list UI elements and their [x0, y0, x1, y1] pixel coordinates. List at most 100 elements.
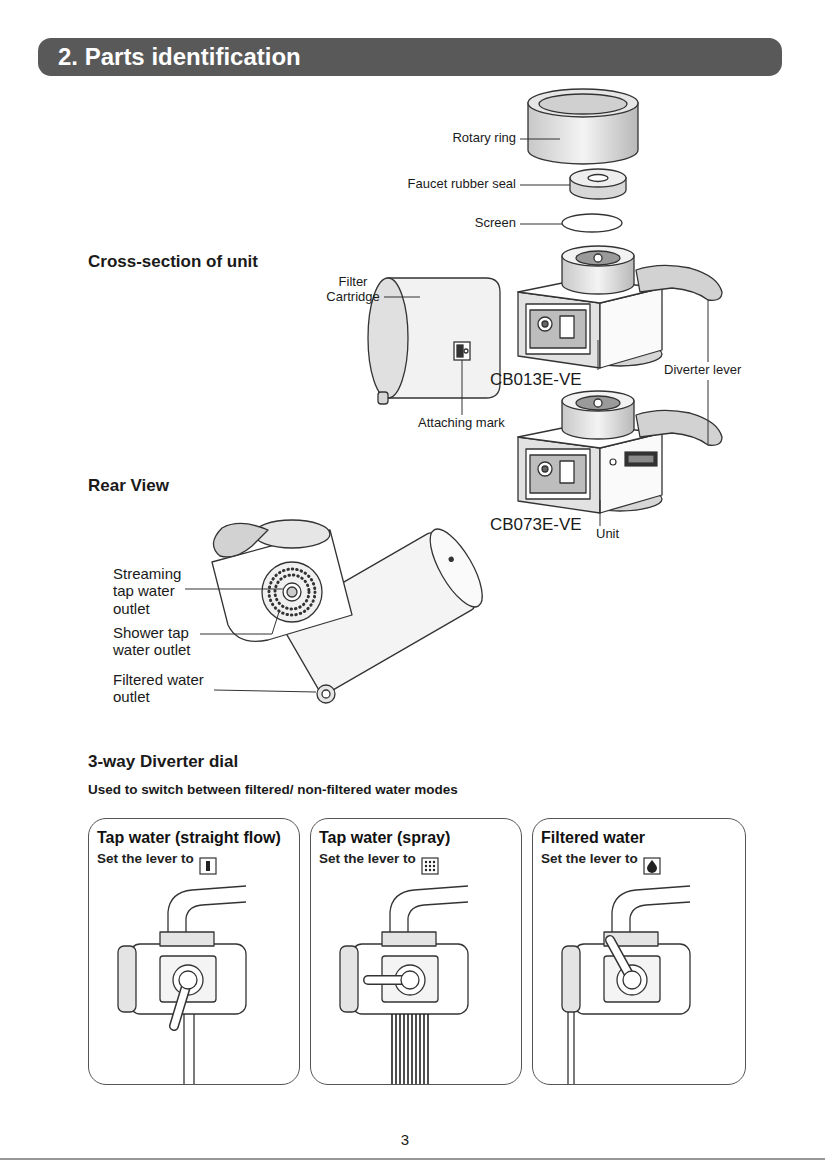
- mode-icon-dot: [429, 861, 431, 863]
- mode-icon-dot: [433, 865, 435, 867]
- attaching-mark-dot: [464, 349, 468, 353]
- page-title: 2. Parts identification: [58, 42, 301, 72]
- rotary-ring-inner: [539, 94, 627, 114]
- attaching-mark: [454, 342, 470, 360]
- mode-icon-dot: [425, 869, 427, 871]
- model-label: CB073E-VE: [490, 515, 582, 535]
- mode-icon-dot: [429, 869, 431, 871]
- dial-hub: [401, 971, 419, 989]
- rubber-seal-hole: [588, 175, 608, 182]
- rotary-ring-top: [528, 89, 638, 117]
- part-label: Streaming tap water outlet: [113, 565, 198, 617]
- mode-panel: Filtered waterSet the lever to: [532, 818, 746, 1085]
- faucet-illustration: [340, 858, 468, 1084]
- leader-line: [200, 612, 279, 634]
- cartridge-dot: [448, 557, 453, 562]
- faucet-illustration: [118, 858, 246, 1084]
- outlet-plate: [262, 562, 322, 622]
- page-number: 3: [395, 1131, 415, 1148]
- part-label: Rotary ring: [420, 131, 516, 146]
- unit-illustration: [518, 246, 722, 368]
- part-label: Filtered water outlet: [113, 671, 218, 706]
- panel-instruction: Set the lever to: [541, 851, 737, 867]
- water-spray: [411, 1014, 413, 1084]
- part-label: Screen: [440, 216, 516, 231]
- diverter-lever: [213, 523, 268, 556]
- water-spray: [427, 1014, 429, 1084]
- mode-panel: Tap water (spray) Set the lever to: [310, 818, 522, 1085]
- stream-outlet-hole: [287, 587, 297, 597]
- leader-line: [185, 589, 284, 590]
- model-label: CB013E-VE: [490, 370, 582, 390]
- filtered-stream: [567, 1012, 568, 1084]
- part-label: Diverter lever: [664, 363, 741, 378]
- mode-icon: [644, 858, 660, 874]
- display-screen: [628, 455, 654, 463]
- screen: [562, 214, 622, 232]
- leader-line: [600, 500, 601, 526]
- water-spray: [407, 1014, 409, 1084]
- leader-line: [520, 185, 570, 186]
- mode-icon-stream: [206, 861, 210, 871]
- leader-line: [708, 380, 709, 444]
- unit-illustration: [518, 391, 722, 513]
- filtered-outlet-hole: [322, 690, 330, 698]
- filtered-outlet: [317, 685, 335, 703]
- water-stream: [193, 1014, 194, 1084]
- panel-instruction: Set the lever to: [97, 851, 291, 867]
- stream-outlet: [283, 583, 301, 601]
- panel-heading: Tap water (straight flow): [97, 828, 291, 847]
- part-label: Faucet rubber seal: [380, 177, 516, 192]
- mode-icon-dot: [433, 861, 435, 863]
- mode-icon: [200, 858, 216, 874]
- leader-line: [520, 139, 560, 140]
- dial-hub: [623, 971, 641, 989]
- section-note: Used to switch between filtered/ non-fil…: [88, 782, 458, 798]
- cartridge-end: [420, 522, 492, 614]
- water-spray: [419, 1014, 421, 1084]
- attaching-mark-bar: [457, 345, 463, 357]
- part-label: Unit: [596, 527, 619, 542]
- water-spray: [395, 1014, 397, 1084]
- shower-holes: [275, 575, 309, 609]
- mode-icon-dot: [425, 861, 427, 863]
- display-button: [610, 459, 616, 465]
- mode-icon-drop: [647, 860, 657, 873]
- part-label: Attaching mark: [418, 416, 505, 431]
- faucet-unit: [562, 886, 690, 1014]
- leader-line: [384, 297, 420, 298]
- mode-icon-dot: [433, 869, 435, 871]
- dial-hub: [179, 971, 197, 989]
- cartridge-nozzle: [378, 392, 388, 404]
- panel-heading: Tap water (spray): [319, 828, 513, 847]
- water-stream: [183, 1014, 184, 1084]
- shower-holes: [269, 569, 315, 615]
- title-banner: [38, 38, 782, 76]
- leader-line: [708, 300, 709, 362]
- page-rule: [0, 1159, 825, 1160]
- water-spray: [391, 1014, 393, 1084]
- part-label: Filter Cartridge: [320, 275, 386, 305]
- mode-icon: [422, 858, 438, 874]
- leader-line: [520, 224, 562, 225]
- water-spray: [403, 1014, 405, 1084]
- mode-icon-dot: [425, 865, 427, 867]
- part-label: Shower tap water outlet: [113, 624, 213, 659]
- section-heading: Cross-section of unit: [88, 252, 258, 272]
- faucet-unit: [340, 886, 468, 1014]
- water-spray: [415, 1014, 417, 1084]
- rubber-seal-top: [570, 169, 626, 187]
- section-heading: Rear View: [88, 476, 169, 496]
- display-panel: [625, 452, 657, 466]
- panel-heading: Filtered water: [541, 828, 737, 847]
- section-heading: 3-way Diverter dial: [88, 752, 238, 772]
- water-spray: [399, 1014, 401, 1084]
- filtered-stream: [573, 1012, 574, 1084]
- panel-instruction: Set the lever to: [319, 851, 513, 867]
- leader-line: [598, 340, 599, 370]
- leader-line: [462, 360, 463, 415]
- faucet-illustration: [562, 858, 690, 1084]
- unit-collar: [254, 520, 330, 548]
- leader-line: [214, 690, 316, 692]
- mode-panel: Tap water (straight flow) Set the lever t…: [88, 818, 300, 1085]
